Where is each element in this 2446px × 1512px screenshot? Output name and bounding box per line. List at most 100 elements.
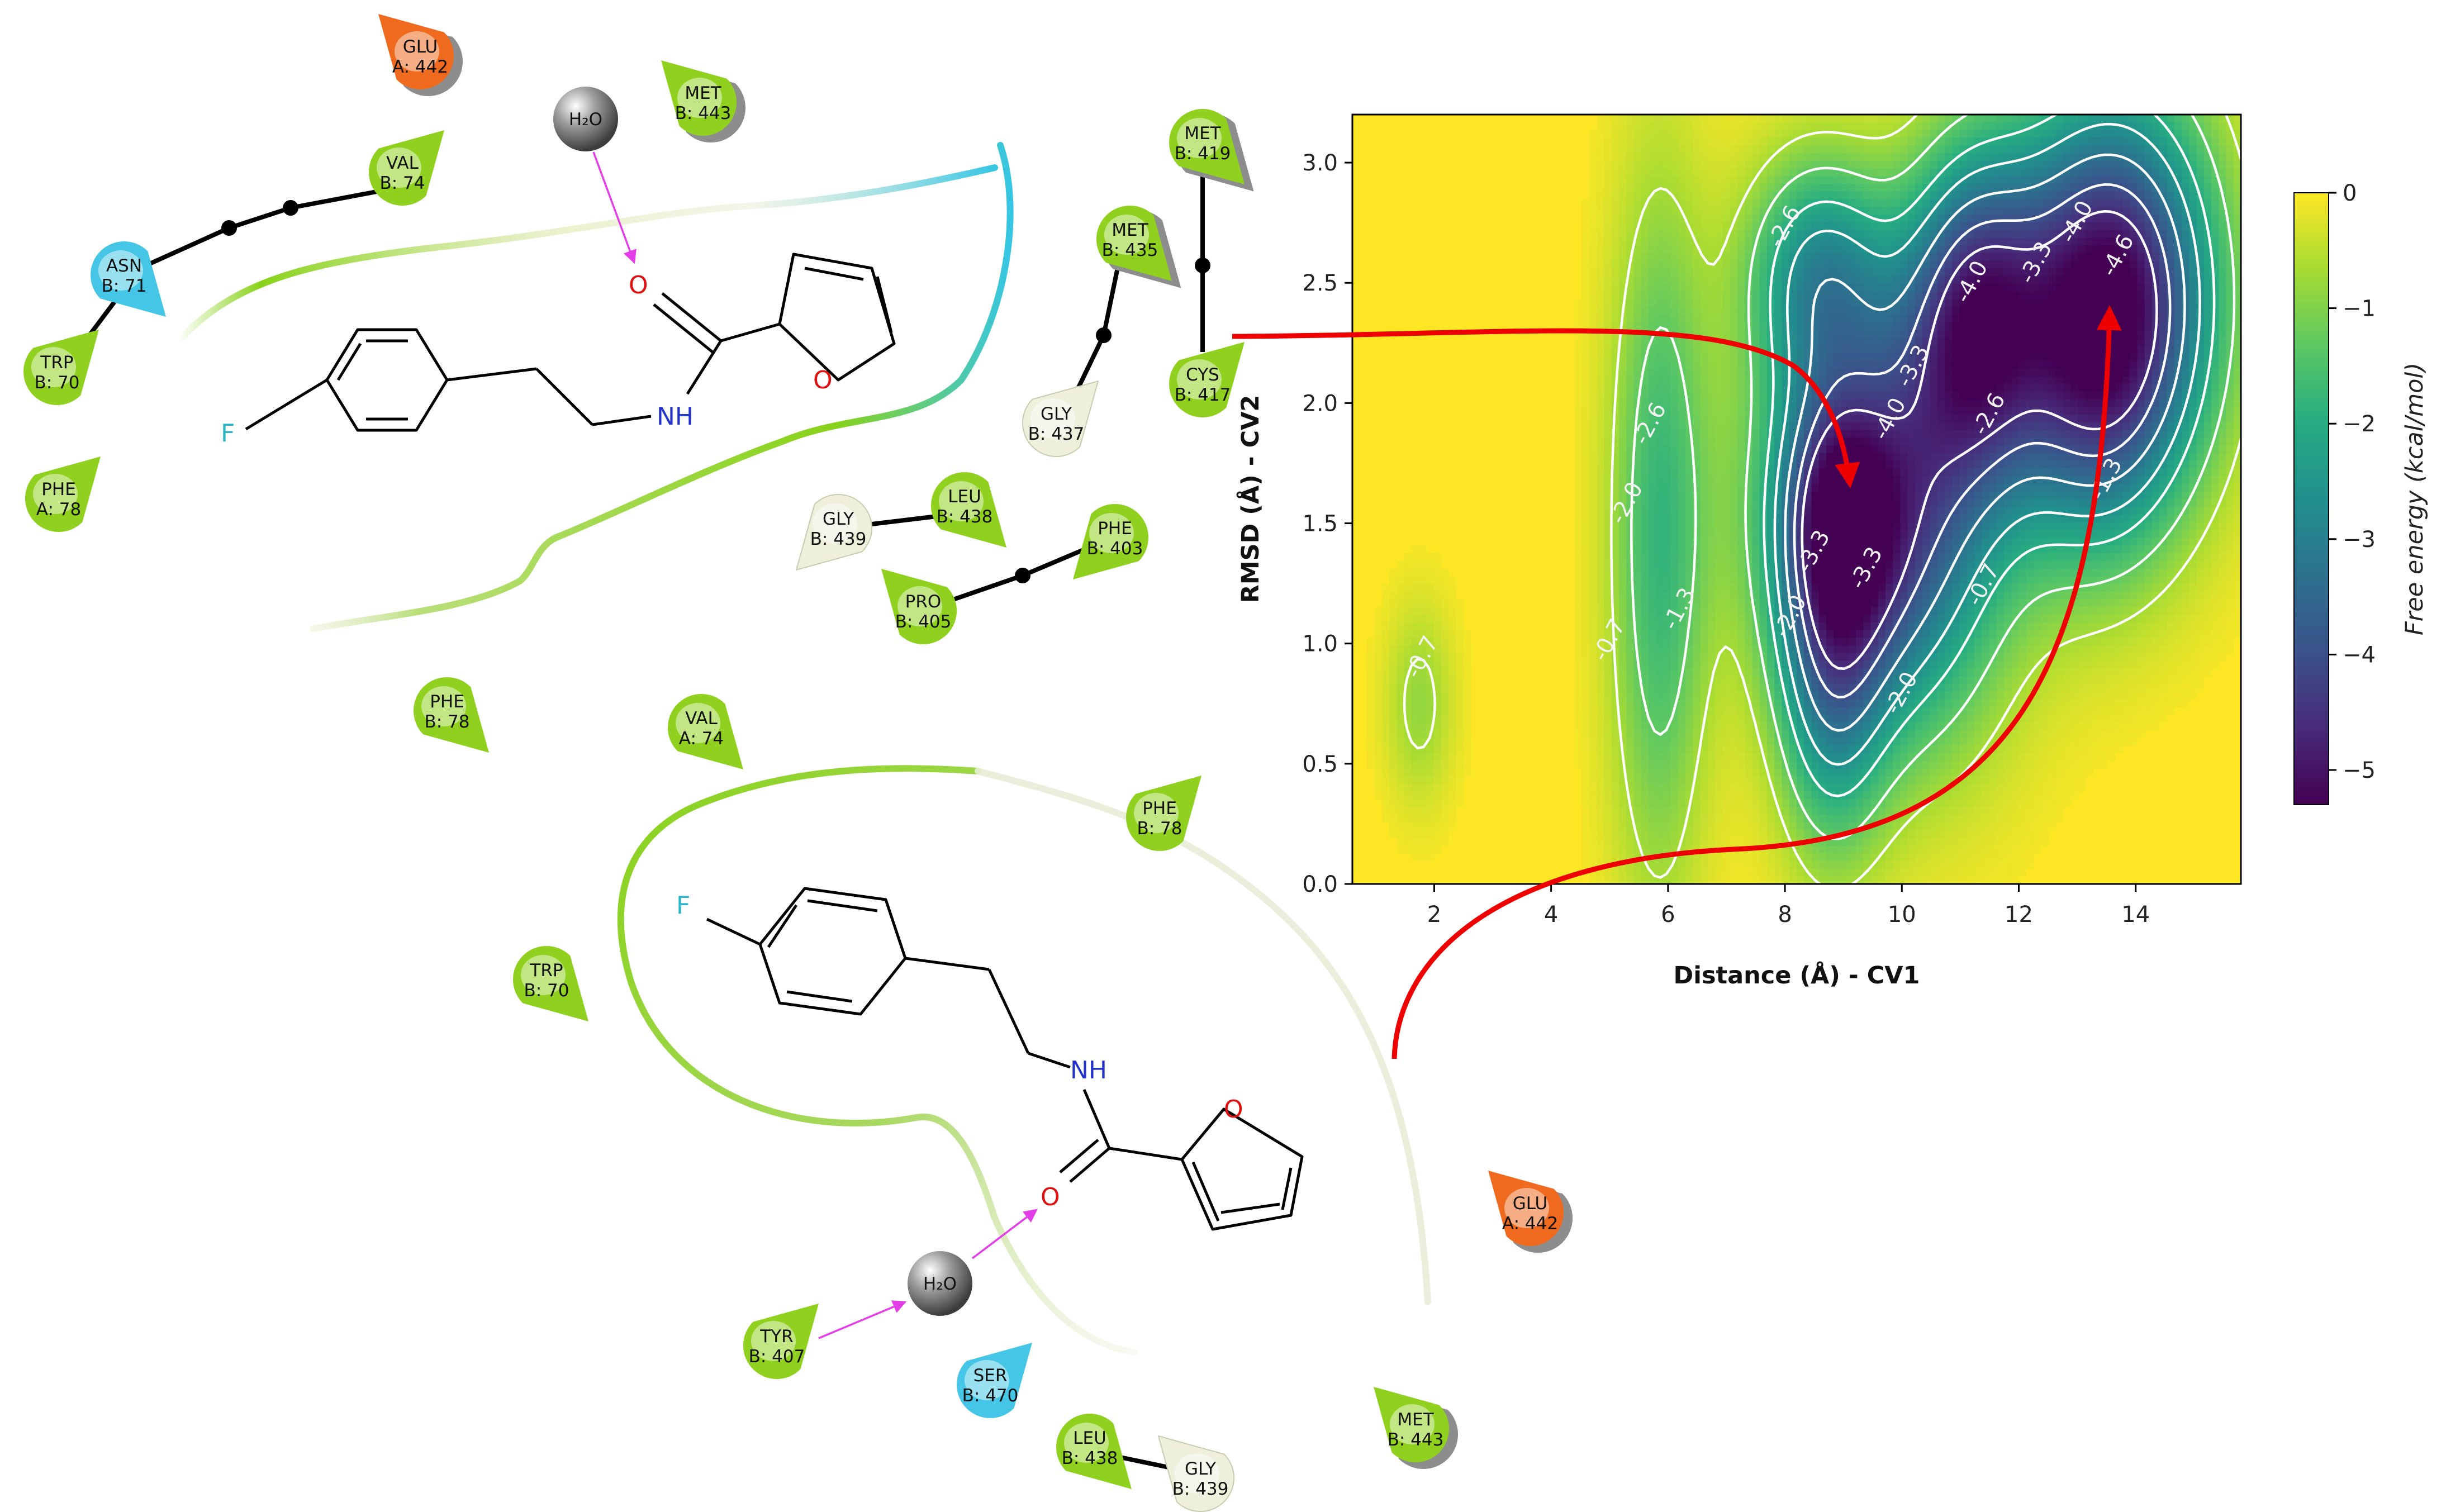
heatmap-cell [1715,783,1723,792]
heatmap-cell [1589,507,1598,515]
heatmap-cell [1633,860,1642,869]
heatmap-cell [1604,815,1612,823]
heatmap-cell [1633,376,1642,384]
heatmap-cell [1848,268,1856,277]
heatmap-cell [1834,330,1842,339]
heatmap-cell [1649,760,1657,769]
heatmap-cell [1834,268,1842,277]
heatmap-cell [1826,353,1835,362]
heatmap-cell [1715,222,1723,231]
heatmap-cell [1611,799,1619,808]
residue-marker [881,569,957,645]
heatmap-cell [1597,153,1605,161]
heatmap-cell [1804,522,1812,531]
heatmap-cell [1374,738,1383,746]
heatmap-cell [1611,322,1619,331]
heatmap-cell [1893,315,1901,323]
heatmap-cell [1730,115,1738,123]
heatmap-cell [1693,407,1701,415]
heatmap-cell [1818,853,1827,862]
heatmap-cell [1774,791,1783,800]
heatmap-cell [1641,645,1649,654]
heatmap-cell [1589,483,1598,492]
heatmap-cell [1870,453,1879,462]
heatmap-cell [1670,676,1679,684]
heatmap-cell [1581,591,1590,600]
heatmap-cell [1774,538,1783,546]
heatmap-cell [1604,222,1612,231]
heatmap-cell [1670,445,1679,454]
heatmap-cell [1804,707,1812,715]
heatmap-cell [1589,222,1598,231]
heatmap-cell [1737,315,1746,323]
heatmap-cell [1441,660,1450,669]
heatmap-cell [1715,515,1723,523]
heatmap-cell [1633,476,1642,484]
heatmap-cell [1656,491,1664,500]
heatmap-cell [1900,183,1908,192]
heatmap-cell [1656,222,1664,231]
heatmap-cell [1759,722,1768,731]
heatmap-cell [1663,299,1671,308]
heatmap-cell [1626,760,1635,769]
heatmap-cell [1708,245,1716,254]
heatmap-cell [1863,137,1872,146]
heatmap-cell [1811,345,1820,354]
heatmap-cell [1693,607,1701,615]
heatmap-cell [1597,476,1605,484]
heatmap-cell [1693,376,1701,384]
heatmap-cell [1708,730,1716,739]
heatmap-cell [1856,383,1864,392]
heatmap-cell [1856,345,1864,354]
heatmap-cell [1893,322,1901,331]
heatmap-cell [1715,391,1723,400]
heatmap-cell [1774,122,1783,131]
heatmap-cell [1818,122,1827,131]
heatmap-cell [1663,583,1671,592]
heatmap-cell [1870,607,1879,615]
heatmap-cell [1834,399,1842,408]
heatmap-cell [1841,530,1849,539]
heatmap-cell [1782,245,1790,254]
top-water-label: H₂O [569,110,602,130]
heatmap-cell [1641,307,1649,315]
heatmap-cell [1730,453,1738,462]
heatmap-cell [1818,776,1827,784]
heatmap-cell [1589,445,1598,454]
heatmap-cell [1656,191,1664,200]
heatmap-cell [1700,815,1708,823]
heatmap-cell [1663,499,1671,508]
heatmap-cell [1885,853,1894,862]
heatmap-cell [1412,583,1420,592]
heatmap-cell [1700,515,1708,523]
heatmap-cell [1641,799,1649,808]
heatmap-cell [1715,183,1723,192]
heatmap-cell [1804,276,1812,284]
heatmap-cell [1774,330,1783,339]
heatmap-cell [1737,622,1746,631]
heatmap-cell [1804,122,1812,131]
heatmap-cell [1745,253,1753,261]
heatmap-cell [1759,776,1768,784]
heatmap-cell [1649,799,1657,808]
heatmap-cell [1389,607,1398,615]
heatmap-cell [1818,722,1827,731]
residue-marker [1488,1171,1564,1247]
heatmap-cell [1626,745,1635,754]
heatmap-cell [1730,360,1738,369]
heatmap-cell [1863,207,1872,215]
heatmap-cell [1700,445,1708,454]
heatmap-cell [1737,799,1746,808]
heatmap-cell [1870,838,1879,846]
heatmap-cell [1818,468,1827,477]
heatmap-cell [1426,760,1435,769]
heatmap-cell [1678,799,1687,808]
heatmap-cell [1633,115,1642,123]
heatmap-cell [1397,676,1405,684]
heatmap-cell [1730,583,1738,592]
heatmap-cell [1670,583,1679,592]
heatmap-cell [1633,791,1642,800]
heatmap-cell [1456,653,1464,662]
heatmap-cell [1863,499,1872,508]
